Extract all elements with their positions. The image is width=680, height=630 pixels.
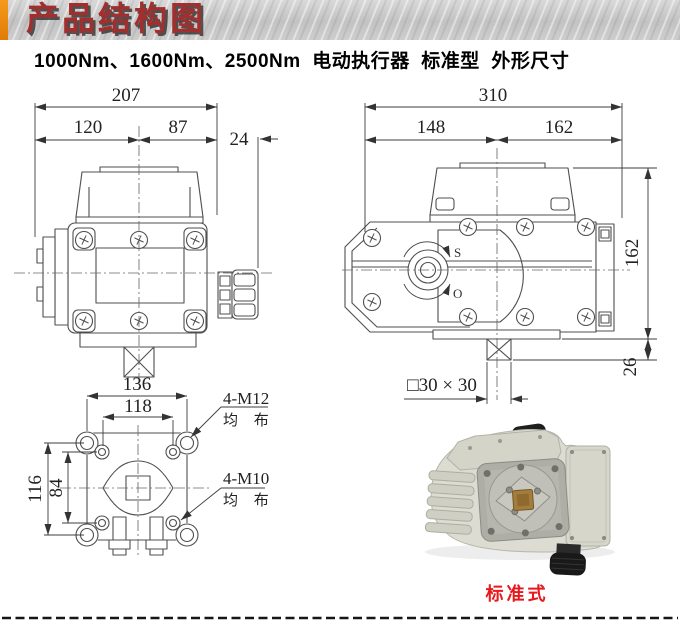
terminal-box bbox=[565, 445, 611, 547]
m10-callout bbox=[180, 487, 265, 521]
bottom-view-drawing: 136 118 116 84 4-M12 均 布 4-M10 均 布 bbox=[25, 374, 275, 558]
front-view-body bbox=[36, 166, 259, 378]
dim-side-left-width: 148 bbox=[417, 117, 446, 138]
m10-bolt-holes bbox=[94, 444, 181, 531]
m12-bolt-holes bbox=[75, 431, 199, 547]
dim-front-right-width: 87 bbox=[169, 117, 188, 138]
dim-bottom-flange-height: 116 bbox=[25, 475, 46, 503]
dim-bottom-bolt-width: 118 bbox=[124, 396, 152, 417]
dim-side-total-width: 310 bbox=[479, 85, 508, 106]
dim-side-right-width: 162 bbox=[545, 117, 574, 138]
bottom-view-flange bbox=[75, 431, 199, 556]
header-bar: 产品结构图 bbox=[0, 0, 680, 40]
dim-front-total-width: 207 bbox=[112, 85, 141, 106]
dim-side-body-height: 162 bbox=[622, 239, 643, 268]
output-shaft-side bbox=[486, 338, 512, 361]
shaft-square-section-label: □30 × 30 bbox=[407, 375, 477, 396]
label-m10-bolts: 4-M10 bbox=[223, 469, 269, 488]
front-view-dimensions: 207 120 87 24 bbox=[34, 85, 278, 268]
dim-bottom-flange-width: 136 bbox=[123, 374, 152, 395]
mounting-plate bbox=[79, 332, 197, 348]
dim-front-left-width: 120 bbox=[74, 117, 103, 138]
motor-fins bbox=[424, 470, 476, 535]
photo-cable-gland bbox=[549, 543, 586, 576]
product-photo: 标准式 bbox=[424, 423, 615, 604]
dim-bottom-bolt-height: 84 bbox=[46, 478, 67, 498]
bottom-view-dimensions: 136 118 116 84 4-M12 均 布 4-M10 均 布 bbox=[25, 374, 275, 536]
mounting-plate-side bbox=[432, 329, 561, 340]
flange-bolts bbox=[108, 516, 168, 556]
side-view-body bbox=[344, 162, 615, 361]
display-window bbox=[95, 247, 185, 304]
side-view-dimensions: 310 148 162 162 26 □30 × 30 S O bbox=[364, 85, 657, 404]
photo-caption: 标准式 bbox=[485, 583, 549, 604]
gear-cover-plate bbox=[437, 229, 524, 323]
shut-direction-arrow bbox=[403, 241, 451, 258]
mounting-face bbox=[476, 458, 570, 542]
open-direction-arrow bbox=[403, 283, 451, 300]
front-view-drawing: 207 120 87 24 bbox=[14, 85, 278, 392]
subtitle: 1000Nm、1600Nm、2500Nm 电动执行器 标准型 外形尺寸 bbox=[34, 51, 570, 72]
label-m12-bolts: 4-M12 bbox=[223, 389, 269, 408]
indicator-shut-mark: S bbox=[454, 245, 461, 260]
label-m12-note: 均 布 bbox=[223, 412, 275, 429]
page-title: 产品结构图 bbox=[26, 0, 206, 37]
indicator-open-mark: O bbox=[453, 286, 462, 301]
cable-glands bbox=[217, 269, 259, 320]
dim-side-shaft-protrusion: 26 bbox=[620, 358, 641, 377]
header-accent-bar bbox=[0, 0, 8, 40]
m12-callout bbox=[190, 406, 268, 438]
side-view-drawing: 310 148 162 162 26 □30 × 30 S O bbox=[342, 85, 657, 404]
dim-front-gland-depth: 24 bbox=[230, 129, 250, 150]
label-m10-note: 均 布 bbox=[223, 492, 275, 509]
